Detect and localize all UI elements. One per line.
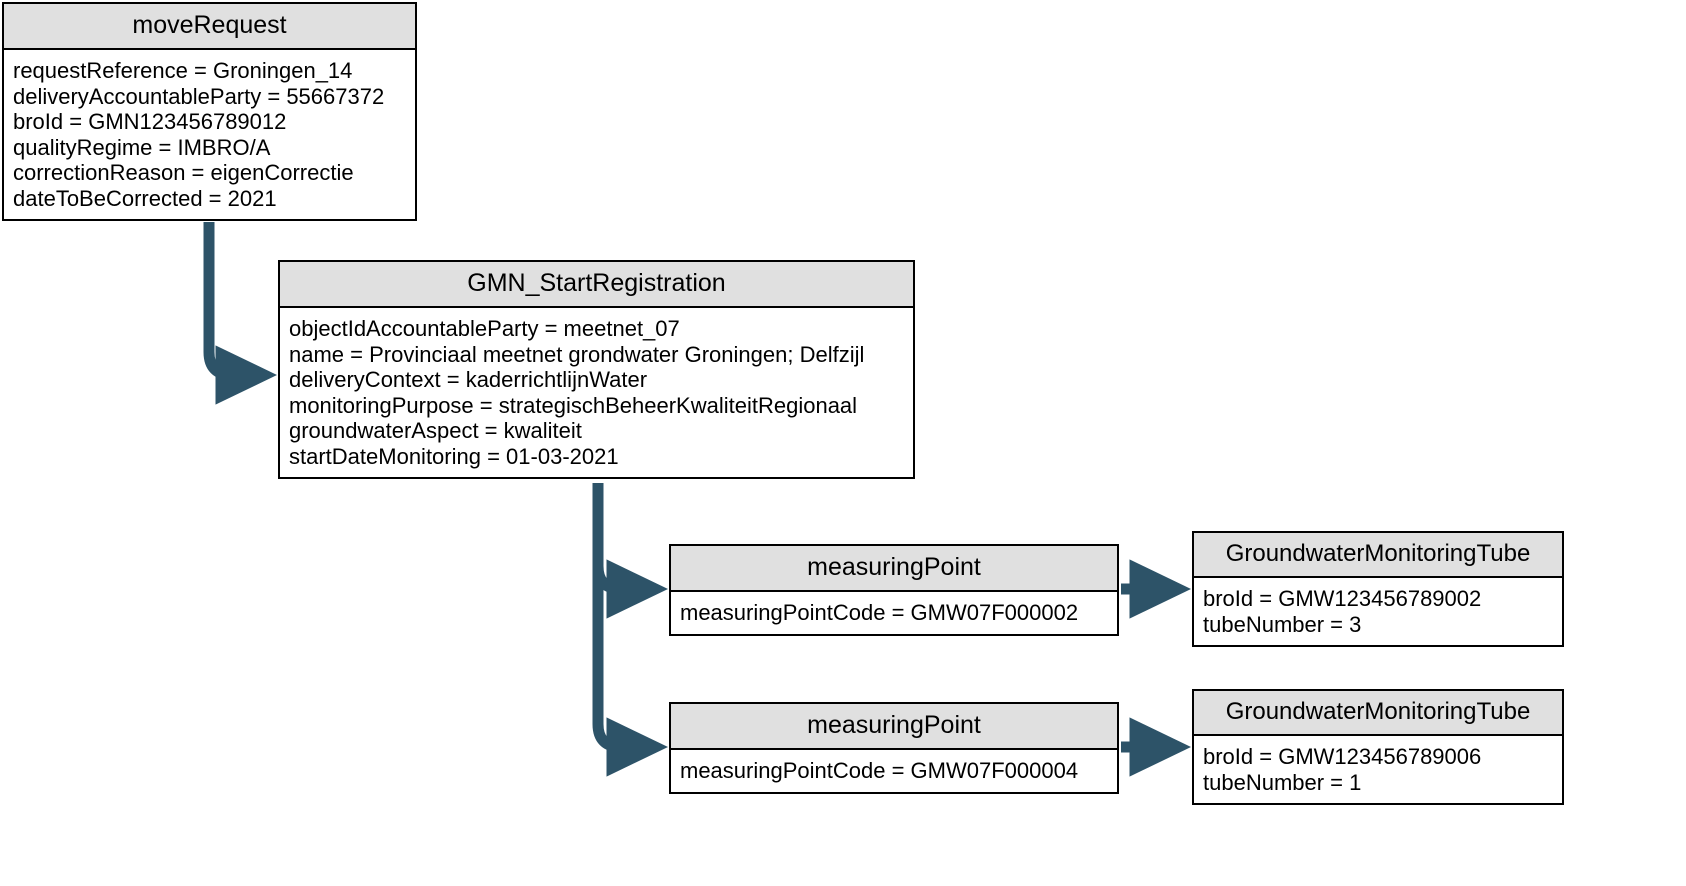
object-box-measuring-point-1: measuringPoint measuringPointCode = GMW0… (669, 544, 1119, 636)
attribute-row: dateToBeCorrected = 2021 (13, 185, 277, 211)
object-box-attributes: broId = GMW123456789006 tubeNumber = 1 (1194, 736, 1562, 803)
attribute-row: broId = GMW123456789006 (1203, 744, 1482, 769)
attribute-row: startDateMonitoring = 01-03-2021 (289, 443, 619, 469)
attribute-row: measuringPointCode = GMW07F000002 (680, 600, 1079, 625)
attribute-row: correctionReason = eigenCorrectie (13, 160, 354, 185)
object-box-groundwater-monitoring-tube-2: GroundwaterMonitoringTube broId = GMW123… (1192, 689, 1564, 805)
attribute-row: monitoringPurpose = strategischBeheerKwa… (289, 392, 858, 418)
attribute-row: objectIdAccountableParty = meetnet_07 (289, 316, 680, 341)
object-box-move-request: moveRequest requestReference = Groningen… (2, 2, 417, 221)
connector-gmn-start-to-measuring-point-2 (592, 483, 669, 777)
object-box-header: moveRequest (4, 4, 415, 50)
object-box-groundwater-monitoring-tube-1: GroundwaterMonitoringTube broId = GMW123… (1192, 531, 1564, 647)
object-box-attributes: requestReference = Groningen_14 delivery… (4, 50, 415, 219)
attribute-row: deliveryContext = kaderrichtlijnWater (289, 367, 648, 392)
attribute-row: tubeNumber = 3 (1203, 611, 1362, 637)
attribute-row: groundwaterAspect = kwaliteit (289, 418, 582, 443)
object-box-header: measuringPoint (671, 546, 1117, 592)
object-box-attributes: measuringPointCode = GMW07F000002 (671, 592, 1117, 634)
attribute-row: broId = GMW123456789002 (1203, 586, 1482, 611)
attribute-row: name = Provinciaal meetnet grondwater Gr… (289, 341, 865, 367)
attribute-row: tubeNumber = 1 (1203, 769, 1362, 795)
object-box-header: GroundwaterMonitoringTube (1194, 533, 1562, 578)
object-box-attributes: objectIdAccountableParty = meetnet_07 na… (280, 308, 913, 477)
connector-gmn-start-to-measuring-point-1 (592, 483, 669, 619)
object-box-header: GMN_StartRegistration (280, 262, 913, 308)
attribute-row: measuringPointCode = GMW07F000004 (680, 758, 1079, 783)
attribute-row: broId = GMN123456789012 (13, 109, 287, 134)
object-box-header: measuringPoint (671, 704, 1117, 750)
object-box-attributes: broId = GMW123456789002 tubeNumber = 3 (1194, 578, 1562, 645)
attribute-row: requestReference = Groningen_14 (13, 58, 353, 83)
object-box-measuring-point-2: measuringPoint measuringPointCode = GMW0… (669, 702, 1119, 794)
object-box-gmn-start-registration: GMN_StartRegistration objectIdAccountabl… (278, 260, 915, 479)
object-box-header: GroundwaterMonitoringTube (1194, 691, 1562, 736)
connector-move-request-to-gmn-start (203, 222, 278, 405)
attribute-row: qualityRegime = IMBRO/A (13, 134, 271, 160)
attribute-row: deliveryAccountableParty = 55667372 (13, 83, 385, 109)
object-box-attributes: measuringPointCode = GMW07F000004 (671, 750, 1117, 792)
